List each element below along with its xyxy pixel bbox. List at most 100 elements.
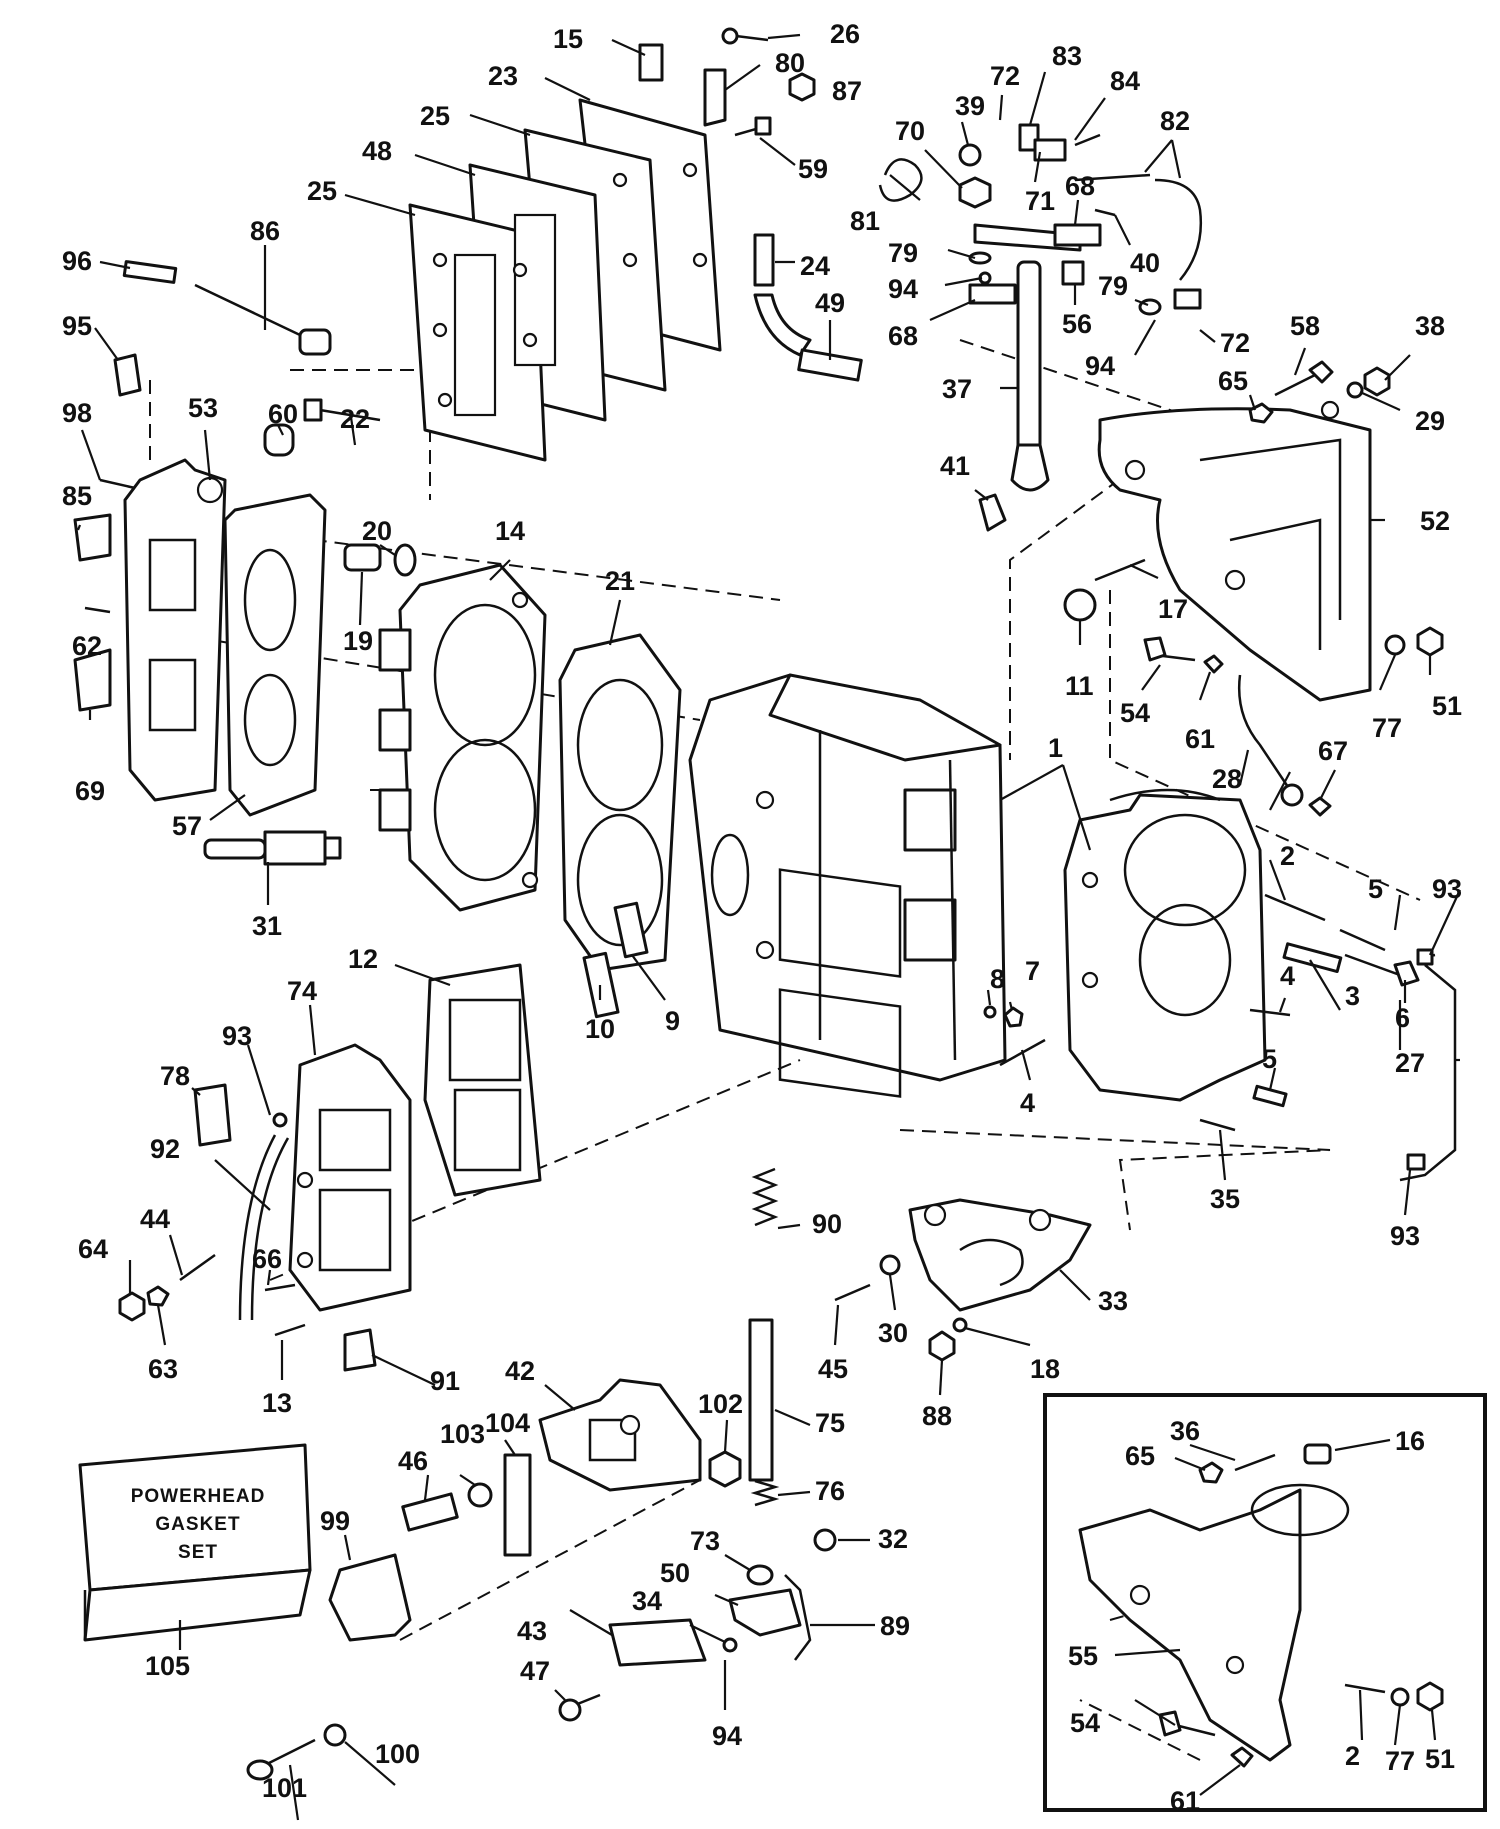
clamp-93c — [1406, 1153, 1426, 1171]
callout-72-top: 72 — [990, 61, 1020, 91]
callout-50: 50 — [660, 1558, 690, 1588]
callout-3: 3 — [1345, 981, 1360, 1011]
callout-92: 92 — [150, 1134, 180, 1164]
callout-30: 30 — [878, 1318, 908, 1348]
callout-24: 24 — [800, 251, 830, 281]
callout-22: 22 — [340, 404, 370, 434]
plug-11 — [1063, 588, 1097, 622]
bypass-cover-group — [118, 963, 542, 1372]
callout-20: 20 — [362, 516, 392, 546]
cover-53 — [123, 458, 227, 802]
callout-4-right: 4 — [1280, 961, 1295, 991]
callout-46: 46 — [398, 1446, 428, 1476]
callout-9: 9 — [665, 1006, 680, 1036]
callout-25-front: 25 — [307, 176, 337, 206]
callout-57: 57 — [172, 811, 202, 841]
block-hardware — [983, 893, 1457, 1182]
callout-34: 34 — [632, 1586, 662, 1616]
callout-14: 14 — [495, 516, 525, 546]
nut-88 — [928, 1330, 956, 1362]
clip-78 — [193, 1083, 232, 1147]
callout-104: 104 — [485, 1408, 530, 1438]
top-hardware — [638, 27, 816, 137]
callout-72-right: 72 — [1220, 328, 1250, 358]
lower-bracket-33 — [834, 1198, 1092, 1362]
nut-51a — [1416, 626, 1444, 657]
callout-25-rear: 25 — [420, 101, 450, 131]
clip-68a — [1053, 223, 1102, 247]
callout-80: 80 — [775, 48, 805, 78]
spring-73 — [746, 1564, 774, 1586]
callout-93-lower: 93 — [1390, 1221, 1420, 1251]
callout-38: 38 — [1415, 311, 1445, 341]
callout-66: 66 — [252, 1244, 282, 1274]
bushing-71 — [1033, 138, 1067, 162]
callout-45: 45 — [818, 1354, 848, 1384]
callout-98: 98 — [62, 398, 92, 428]
callout-54-top: 54 — [1120, 698, 1150, 728]
pin-96 — [122, 260, 178, 284]
shaft-37 — [1016, 260, 1042, 464]
callout-94-right: 94 — [1085, 351, 1115, 381]
hose-27 — [1399, 964, 1457, 1182]
callout-2-top: 2 — [1280, 841, 1295, 871]
clip-85 — [73, 513, 112, 562]
wire-28 — [1238, 674, 1292, 791]
pin-5b — [1252, 1084, 1288, 1108]
leader-lines — [76, 33, 1461, 1821]
callout-88: 88 — [922, 1401, 952, 1431]
screw-84 — [1074, 133, 1101, 147]
bolt-54b — [1174, 1723, 1216, 1737]
gasket-box-line1: POWERHEAD — [131, 1486, 266, 1507]
arm-43 — [608, 1618, 707, 1667]
nut-87 — [788, 72, 816, 102]
washer-18 — [952, 1317, 968, 1333]
callout-4-lower: 4 — [1020, 1088, 1035, 1118]
valve-19 — [343, 543, 382, 572]
callout-2-inset: 2 — [1345, 1741, 1360, 1771]
callout-94-top: 94 — [888, 274, 918, 304]
pin-41 — [978, 493, 1007, 532]
callout-60: 60 — [268, 399, 298, 429]
crankcase-right-half — [1063, 788, 1267, 1102]
callout-48: 48 — [362, 136, 392, 166]
spring-81 — [878, 158, 923, 202]
nut-64 — [118, 1291, 146, 1322]
callout-77-top: 77 — [1372, 713, 1402, 743]
plate-104 — [503, 1453, 532, 1557]
washer-103 — [467, 1482, 493, 1508]
sensor-wire-86 — [194, 283, 301, 337]
callout-28: 28 — [1212, 764, 1242, 794]
callout-42: 42 — [505, 1356, 535, 1386]
callout-85: 85 — [62, 481, 92, 511]
callout-94-bottom: 94 — [712, 1721, 742, 1751]
callout-67: 67 — [1318, 736, 1348, 766]
bolt-45 — [834, 1283, 871, 1302]
thermostat-60 — [263, 423, 295, 457]
bracket-80 — [703, 68, 727, 127]
callout-55: 55 — [1068, 1641, 1098, 1671]
clip-68b — [968, 283, 1017, 305]
stud-2 — [1264, 893, 1326, 922]
callout-12: 12 — [348, 944, 378, 974]
callout-102: 102 — [698, 1389, 743, 1419]
link-89 — [784, 1574, 812, 1661]
inset-frame — [1043, 1393, 1487, 1812]
gasket-box-line3: SET — [178, 1542, 218, 1563]
clamp-91 — [343, 1328, 377, 1372]
screw-40 — [1094, 208, 1116, 217]
callout-52: 52 — [1420, 506, 1450, 536]
callout-63: 63 — [148, 1354, 178, 1384]
spring-76 — [750, 1479, 780, 1507]
screw-101 — [264, 1738, 316, 1767]
screw-17 — [1094, 558, 1146, 582]
callout-5-top: 5 — [1368, 874, 1383, 904]
callout-47: 47 — [520, 1656, 550, 1686]
rod-82b — [1154, 178, 1202, 281]
callout-69: 69 — [75, 776, 105, 806]
washer-39 — [958, 143, 982, 167]
callout-99: 99 — [320, 1506, 350, 1536]
bolt-66 — [264, 1283, 296, 1292]
callout-103: 103 — [440, 1419, 485, 1449]
